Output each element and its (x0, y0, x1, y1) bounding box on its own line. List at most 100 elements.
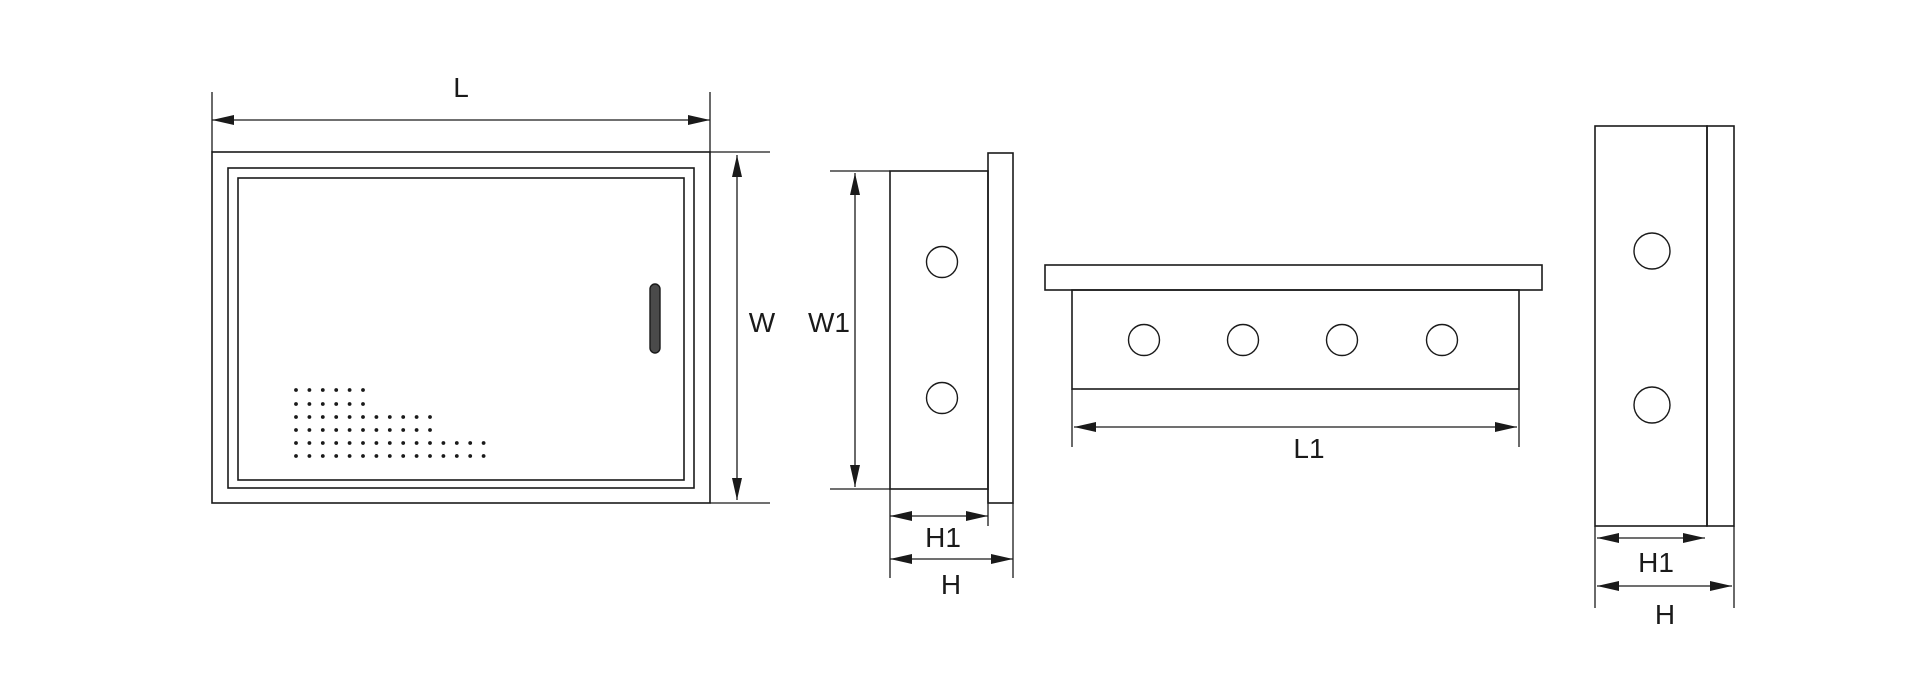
dim-w1-arrow-bottom (850, 465, 860, 487)
vent-dot (454, 441, 459, 445)
vent-dot (361, 441, 365, 445)
bottom-knockout-hole-1 (1127, 323, 1161, 357)
dim-l-arrow-left (212, 115, 234, 125)
dim-end-h1-arrow-left (1597, 533, 1619, 543)
vent-dot (468, 454, 473, 458)
vent-dot (414, 441, 419, 445)
vent-dot (387, 428, 392, 432)
vent-dot (307, 388, 312, 392)
vent-dot (361, 428, 365, 432)
vent-dot (347, 388, 352, 392)
vent-dot (294, 454, 298, 458)
front-view: L W (211, 72, 776, 504)
vent-dot (347, 402, 352, 406)
vent-dot (401, 441, 406, 445)
vent-dot (454, 454, 459, 458)
dim-w-arrow-bottom (732, 478, 742, 500)
dim-end-h-arrow-left (1597, 581, 1619, 591)
vent-dot (307, 402, 312, 406)
dim-l1-arrow-left (1074, 422, 1096, 432)
vent-dot (374, 428, 379, 432)
vent-dot (294, 388, 298, 392)
vent-dot (428, 428, 432, 432)
vent-dot (401, 454, 406, 458)
dim-end-h-arrow-right (1710, 581, 1732, 591)
vent-dot (320, 428, 325, 432)
bottom-knockout-hole-4 (1425, 323, 1459, 357)
vent-dot (334, 441, 339, 445)
vent-dot (428, 454, 432, 458)
end-body (1594, 125, 1708, 527)
vent-dot (428, 415, 432, 419)
bottom-flange (1044, 264, 1543, 291)
vent-dot (334, 415, 339, 419)
end-knockout-hole-bottom (1633, 386, 1671, 424)
vent-dot (347, 441, 352, 445)
end-flange (1706, 125, 1735, 527)
bottom-body (1071, 289, 1520, 390)
vent-dot (374, 441, 379, 445)
vent-dot (334, 402, 339, 406)
bottom-view: L1 (1044, 264, 1543, 464)
label-end-h: H (1655, 599, 1675, 630)
vent-dot (347, 428, 352, 432)
vent-dot (334, 454, 339, 458)
vent-dot (294, 402, 298, 406)
dim-h1-arrow-left (890, 511, 912, 521)
front-door-outer (227, 167, 695, 489)
vent-dot (441, 441, 446, 445)
vent-dot (307, 441, 312, 445)
label-l1: L1 (1293, 433, 1324, 464)
vent-dot (307, 428, 312, 432)
dim-l-arrow-right (688, 115, 710, 125)
vent-dot (387, 441, 392, 445)
vent-dot (361, 454, 365, 458)
bottom-knockout-hole-2 (1226, 323, 1260, 357)
vent-dot (307, 454, 312, 458)
label-h: H (941, 569, 961, 600)
vent-dot (441, 454, 446, 458)
vent-dot (307, 415, 312, 419)
ventilation-dot-grid (294, 388, 486, 458)
vent-dot (481, 441, 486, 445)
vent-dot (374, 454, 379, 458)
vent-dot (481, 454, 486, 458)
vent-dot (320, 402, 325, 406)
front-door-inner (237, 177, 685, 481)
vent-dot (320, 388, 325, 392)
vent-dot (320, 415, 325, 419)
vent-dot (414, 428, 419, 432)
side-knockout-hole-top (925, 245, 959, 279)
dim-h-arrow-left (890, 554, 912, 564)
vent-dot (347, 454, 352, 458)
side-body (889, 170, 989, 490)
label-w1: W1 (808, 307, 850, 338)
front-outer-frame (211, 151, 711, 504)
side-view: W1 H1 H (808, 152, 1014, 600)
end-view: H1 H (1594, 125, 1735, 630)
dim-w1-arrow-top (850, 173, 860, 195)
end-knockout-hole-top (1633, 232, 1671, 270)
label-end-h1: H1 (1638, 547, 1674, 578)
vent-dot (387, 415, 392, 419)
side-knockout-hole-bottom (925, 381, 959, 415)
vent-dot (294, 428, 298, 432)
vent-dot (428, 441, 432, 445)
vent-dot (334, 388, 339, 392)
label-h1: H1 (925, 522, 961, 553)
dim-h1-arrow-right (966, 511, 988, 521)
dim-l1-arrow-right (1495, 422, 1517, 432)
vent-dot (294, 415, 298, 419)
vent-dot (361, 415, 365, 419)
vent-dot (401, 428, 406, 432)
vent-dot (387, 454, 392, 458)
vent-dot (320, 454, 325, 458)
vent-dot (320, 441, 325, 445)
vent-dot (414, 415, 419, 419)
dim-w-arrow-top (732, 155, 742, 177)
vent-dot (401, 415, 406, 419)
bottom-knockout-hole-3 (1325, 323, 1359, 357)
dim-end-h1-arrow-right (1683, 533, 1705, 543)
